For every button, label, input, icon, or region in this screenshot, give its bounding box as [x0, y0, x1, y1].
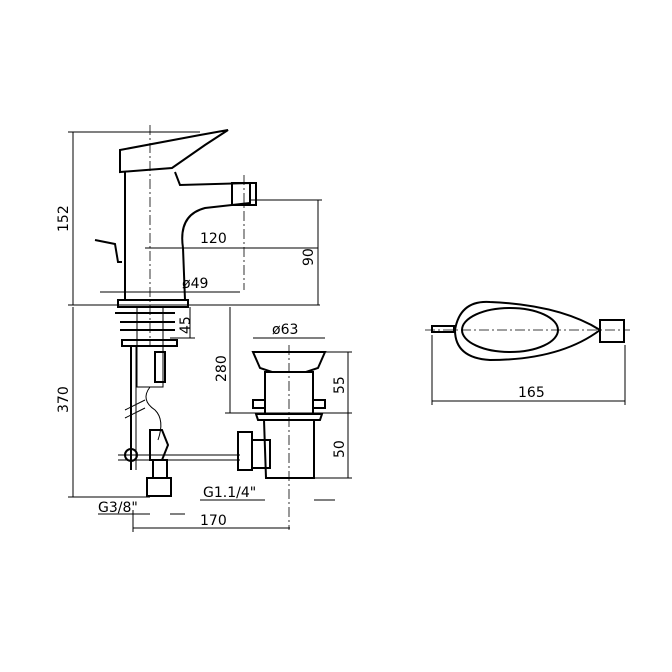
dim-g3-8: G3/8": [98, 500, 138, 516]
dim-55: 55: [332, 376, 348, 394]
dim-50: 50: [332, 440, 348, 458]
fixing-assembly: [115, 306, 271, 497]
dim-280: 280: [214, 355, 230, 382]
dim-120: 120: [200, 231, 227, 247]
dim-g1-1-4: G1.1/4": [203, 485, 256, 501]
dim-diameter-63: ø63: [272, 322, 298, 338]
dim-45: 45: [178, 316, 194, 334]
dim-152: 152: [56, 205, 72, 232]
dim-90: 90: [301, 248, 317, 266]
dimension-lines: [68, 131, 626, 532]
dimension-labels: 152 120 90 ø49 45 ø63 280 55 370 50 G3/8…: [56, 205, 545, 529]
waste-valve: [251, 345, 327, 530]
dim-165: 165: [518, 385, 545, 401]
dim-370: 370: [56, 386, 72, 413]
dim-diameter-49: ø49: [182, 276, 208, 292]
dim-170: 170: [200, 513, 227, 529]
faucet-top-view: [425, 300, 630, 362]
